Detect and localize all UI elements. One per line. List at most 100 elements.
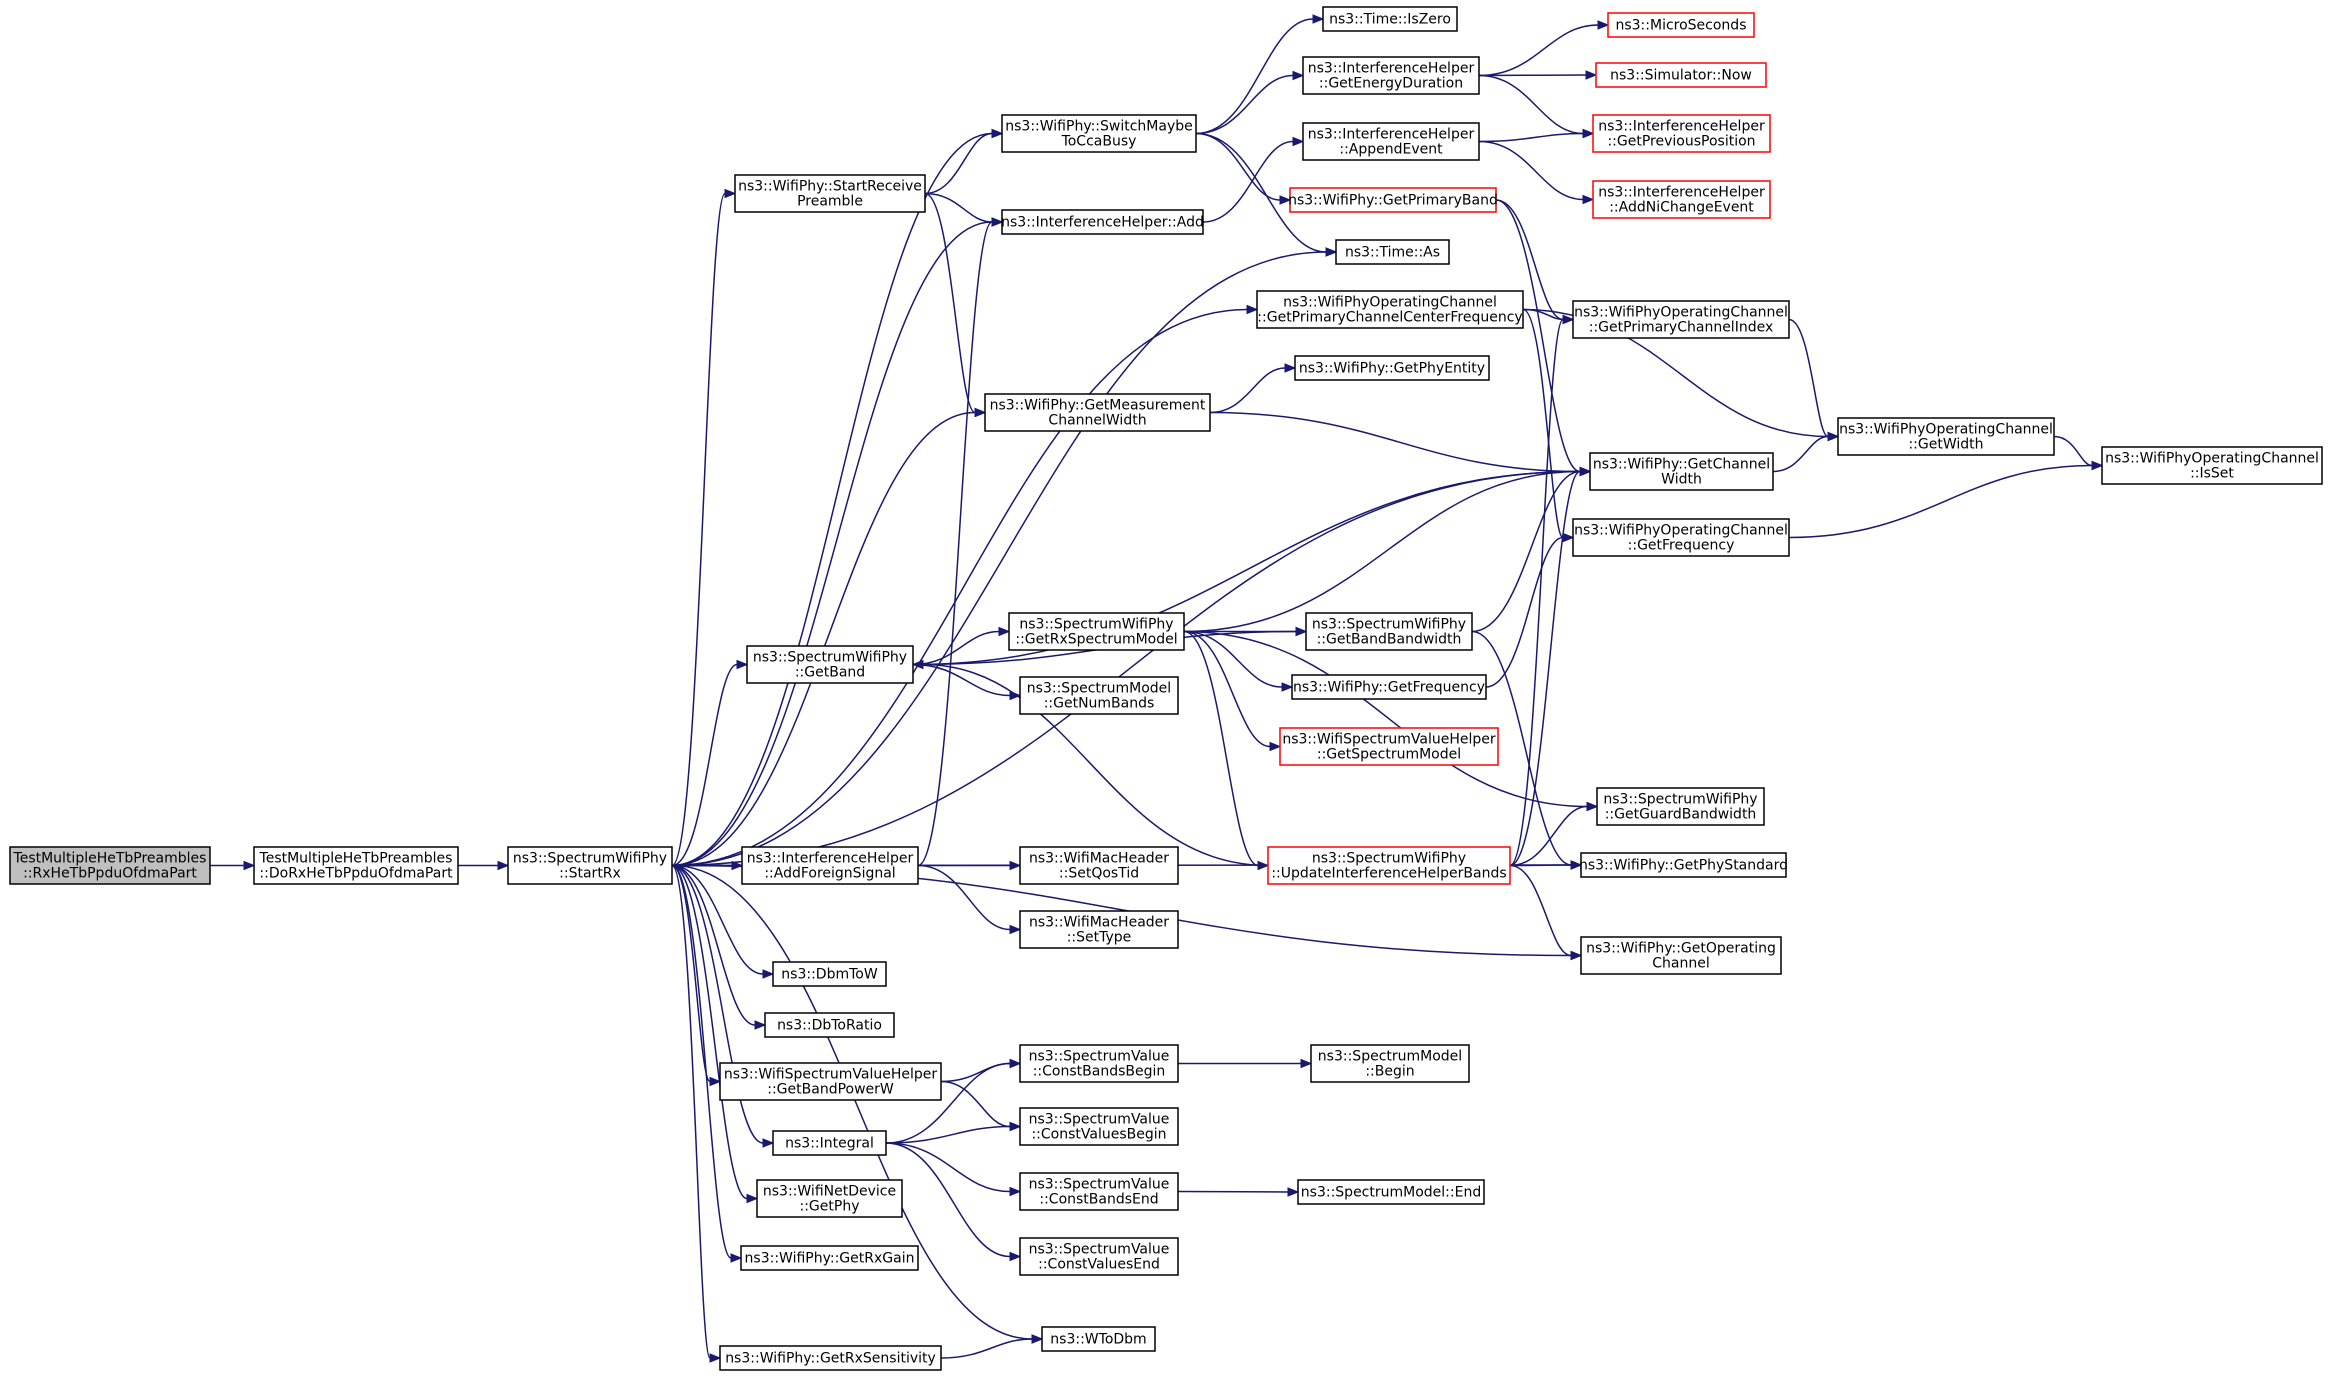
node-label-line: ns3::WifiSpectrumValueHelper <box>1282 732 1496 748</box>
node-label-line: ns3::WifiPhy::GetPhyEntity <box>1299 361 1485 377</box>
edge-op-freq-to-op-is-set <box>1788 460 2104 539</box>
node-time-is-zero[interactable]: ns3::Time::IsZero <box>1322 6 1458 32</box>
node-sim-now[interactable]: ns3::Simulator::Now <box>1595 62 1767 88</box>
node-net-dev-phy[interactable]: ns3::WifiNetDevice::GetPhy <box>756 1179 903 1218</box>
node-wsvh-band-pow[interactable]: ns3::WifiSpectrumValueHelper::GetBandPow… <box>719 1062 942 1101</box>
node-label-line: ns3::SpectrumModel <box>1318 1049 1462 1065</box>
node-op-prim-idx[interactable]: ns3::WifiPhyOperatingChannel::GetPrimary… <box>1572 300 1790 339</box>
node-box <box>1310 1044 1470 1083</box>
node-sp-upd-ih[interactable]: ns3::SpectrumWifiPhy::UpdateInterference… <box>1267 846 1511 885</box>
node-box <box>1580 936 1782 975</box>
node-op-freq[interactable]: ns3::WifiPhyOperatingChannel::GetFrequen… <box>1572 518 1790 557</box>
node-do-rx[interactable]: TestMultipleHeTbPreambles::DoRxHeTbPpduO… <box>253 846 459 885</box>
node-get-phy-entity[interactable]: ns3::WifiPhy::GetPhyEntity <box>1294 355 1490 381</box>
node-sm-begin[interactable]: ns3::SpectrumModel::Begin <box>1310 1044 1470 1083</box>
node-label-line: ::StartRx <box>559 866 621 882</box>
node-micro-sec[interactable]: ns3::MicroSeconds <box>1607 12 1755 38</box>
node-ih-add[interactable]: ns3::InterferenceHelper::Add <box>1001 209 1204 235</box>
arrowhead-icon <box>1562 314 1575 325</box>
arrowhead-icon <box>736 659 749 670</box>
node-w-to-dbm[interactable]: ns3::WToDbm <box>1041 1326 1156 1352</box>
node-box <box>1589 452 1774 491</box>
edge-line <box>1471 470 1581 633</box>
node-ih-add-ni[interactable]: ns3::InterferenceHelper::AddNiChangeEven… <box>1592 180 1771 219</box>
node-label-line: ns3::WifiPhy::GetMeasurement <box>990 398 1206 414</box>
node-rx-sens[interactable]: ns3::WifiPhy::GetRxSensitivity <box>719 1345 942 1371</box>
node-label-line: ns3::WToDbm <box>1050 1332 1146 1348</box>
node-sv-cvb[interactable]: ns3::SpectrumValue::ConstValuesBegin <box>1019 1107 1179 1146</box>
node-label-line: ::Begin <box>1365 1064 1414 1080</box>
node-op-is-set[interactable]: ns3::WifiPhyOperatingChannel::IsSet <box>2101 446 2323 485</box>
edge-line <box>1209 411 1581 473</box>
node-mac-qos[interactable]: ns3::WifiMacHeader::SetQosTid <box>1019 846 1179 885</box>
node-label-line: ns3::WifiPhy::SwitchMaybe <box>1005 119 1193 135</box>
arrowhead-icon <box>1292 70 1305 81</box>
edge-line <box>924 132 993 195</box>
arrowhead-icon <box>746 1193 759 1204</box>
node-box <box>719 1062 942 1101</box>
node-box <box>1019 1237 1179 1276</box>
node-box <box>756 1179 903 1218</box>
edge-line <box>1509 318 1564 867</box>
node-label-line: Width <box>1661 472 1702 488</box>
edge-sp-upd-ih-to-op-prim-idx <box>1509 314 1575 867</box>
arrowhead-icon <box>991 128 1004 139</box>
edge-line <box>1202 140 1294 223</box>
node-phy-std[interactable]: ns3::WifiPhy::GetPhyStandard <box>1579 852 1788 878</box>
node-label-line: ns3::InterferenceHelper <box>1308 127 1475 143</box>
node-sm-end[interactable]: ns3::SpectrumModel::End <box>1297 1179 1485 1205</box>
node-box <box>1256 290 1524 329</box>
nodes-layer: TestMultipleHeTbPreambles::RxHeTbPpduOfd… <box>9 6 2323 1371</box>
node-start-rx[interactable]: ns3::SpectrumWifiPhy::StartRx <box>507 846 673 885</box>
arrowhead-icon <box>1570 860 1583 870</box>
node-label-line: ::ConstValuesEnd <box>1038 1257 1160 1273</box>
node-primary-band[interactable]: ns3::WifiPhy::GetPrimaryBand <box>1288 187 1498 213</box>
edge-line <box>1478 74 1587 77</box>
edge-integral-to-sv-cbe <box>885 1142 1022 1197</box>
arrowhead-icon <box>754 1020 767 1030</box>
node-db-to-ratio[interactable]: ns3::DbToRatio <box>764 1012 895 1038</box>
node-ih-energy[interactable]: ns3::InterferenceHelper::GetEnergyDurati… <box>1302 56 1480 95</box>
edge-sp-upd-ih-to-sp-guard-bw <box>1509 801 1599 867</box>
node-sp-band-bw[interactable]: ns3::SpectrumWifiPhy::GetBandBandwidth <box>1305 612 1473 651</box>
node-label-line: ::GetBandPowerW <box>767 1082 894 1098</box>
node-sm-num-bands[interactable]: ns3::SpectrumModel::GetNumBands <box>1019 676 1179 715</box>
edge-line <box>912 663 1011 697</box>
node-wsvh-spec-model[interactable]: ns3::WifiSpectrumValueHelper::GetSpectru… <box>1279 727 1499 766</box>
edge-sp-rx-model-to-phy-freq <box>1183 630 1294 692</box>
node-ih-prev-pos[interactable]: ns3::InterferenceHelper::GetPreviousPosi… <box>1592 114 1771 153</box>
node-integral[interactable]: ns3::Integral <box>772 1130 887 1156</box>
edge-ih-foreign-to-mac-type <box>917 864 1022 935</box>
node-sv-cbe[interactable]: ns3::SpectrumValue::ConstBandsEnd <box>1019 1172 1179 1211</box>
node-rx-gain[interactable]: ns3::WifiPhy::GetRxGain <box>740 1245 919 1271</box>
node-label-line: ::SetType <box>1067 930 1132 946</box>
edge-line <box>924 192 976 414</box>
node-ih-foreign[interactable]: ns3::InterferenceHelper::AddForeignSigna… <box>741 846 919 885</box>
node-op-get-width[interactable]: ns3::WifiPhyOperatingChannel::GetWidth <box>1837 417 2055 456</box>
node-ih-append[interactable]: ns3::InterferenceHelper::AppendEvent <box>1302 122 1480 161</box>
node-root[interactable]: TestMultipleHeTbPreambles::RxHeTbPpduOfd… <box>9 846 211 885</box>
node-time-as[interactable]: ns3::Time::As <box>1335 239 1450 265</box>
node-label-line: ns3::Time::IsZero <box>1329 12 1451 28</box>
node-sv-cve[interactable]: ns3::SpectrumValue::ConstValuesEnd <box>1019 1237 1179 1276</box>
node-sp-guard-bw[interactable]: ns3::SpectrumWifiPhy::GetGuardBandwidth <box>1596 787 1765 826</box>
node-mac-type[interactable]: ns3::WifiMacHeader::SetType <box>1019 910 1179 949</box>
node-label-line: ::AddNiChangeEvent <box>1609 200 1754 216</box>
node-sv-cbb[interactable]: ns3::SpectrumValue::ConstBandsBegin <box>1019 1044 1179 1083</box>
node-op-prim-center[interactable]: ns3::WifiPhyOperatingChannel::GetPrimary… <box>1256 290 1524 329</box>
edge-rx-sens-to-w-to-dbm <box>940 1334 1044 1359</box>
node-sp-get-band[interactable]: ns3::SpectrumWifiPhy::GetBand <box>746 645 914 684</box>
node-box <box>1019 910 1179 949</box>
edge-line <box>671 251 1327 867</box>
node-phy-freq[interactable]: ns3::WifiPhy::GetFrequency <box>1291 674 1487 700</box>
node-box <box>1607 12 1755 38</box>
node-sp-rx-model[interactable]: ns3::SpectrumWifiPhy::GetRxSpectrumModel <box>1008 612 1185 651</box>
node-label-line: ns3::WifiPhyOperatingChannel <box>1839 422 2053 438</box>
node-dbm-to-w[interactable]: ns3::DbmToW <box>772 961 887 987</box>
